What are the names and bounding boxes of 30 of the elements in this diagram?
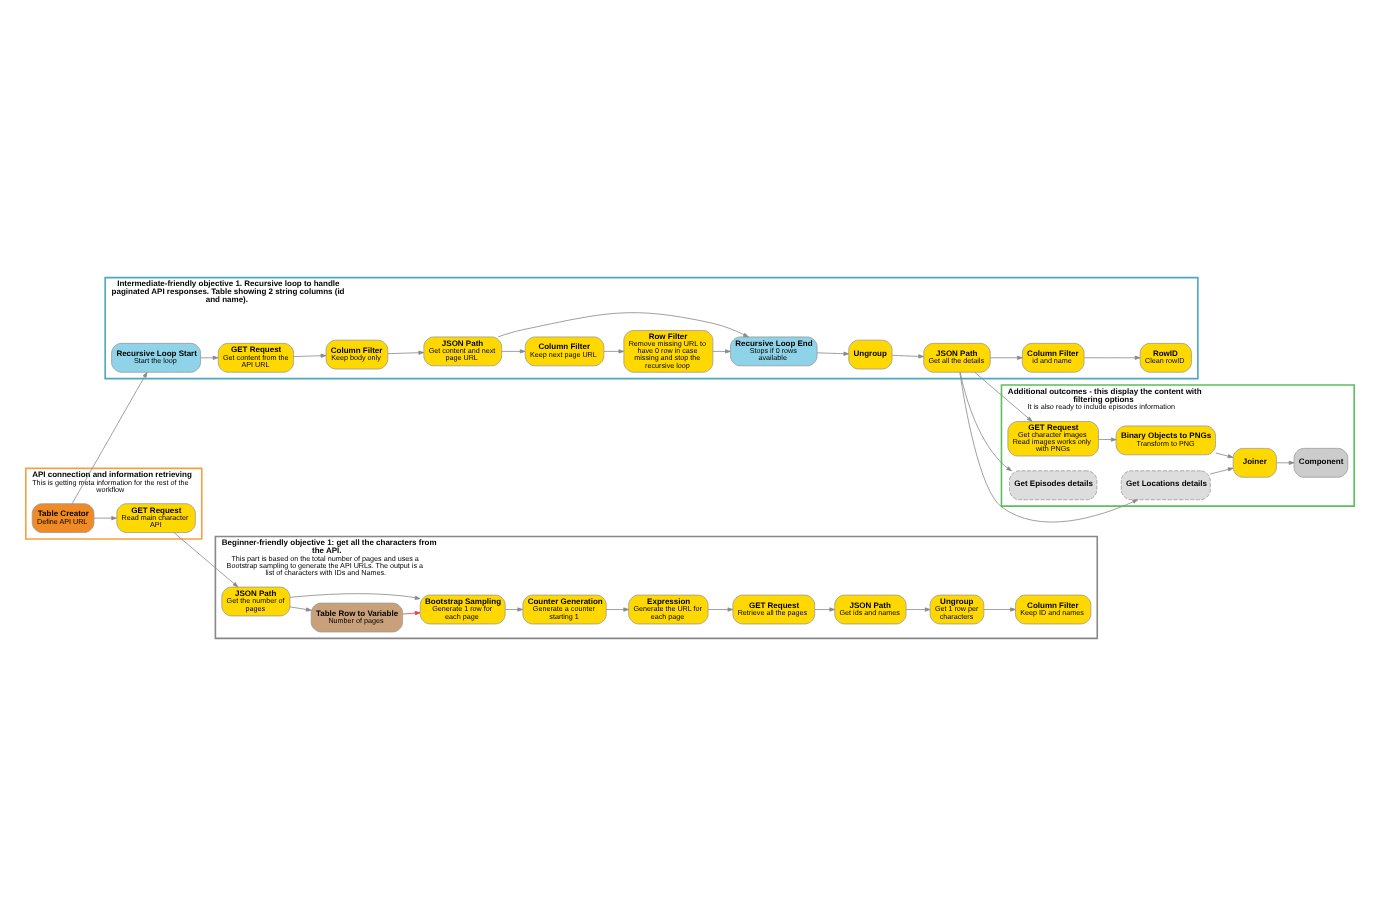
arrow [293, 352, 327, 357]
arrow [605, 606, 629, 611]
arrow [289, 592, 421, 599]
arrow [71, 371, 148, 503]
arrow [289, 605, 312, 611]
arrow [387, 349, 425, 354]
arrow [497, 311, 749, 337]
arrow [1215, 451, 1234, 458]
arrow [505, 606, 523, 611]
arrow [707, 606, 734, 611]
arrow [712, 348, 731, 353]
arrow [603, 348, 625, 353]
arrow [905, 606, 931, 611]
arrow [891, 353, 924, 358]
arrow [989, 354, 1023, 359]
arrow [402, 610, 421, 615]
arrow [1083, 354, 1141, 359]
arrow [814, 606, 836, 611]
arrow [1098, 436, 1117, 441]
arrow [200, 354, 219, 359]
arrow [173, 531, 239, 587]
arrow [1276, 459, 1295, 464]
arrow [1209, 466, 1234, 474]
arrow [501, 348, 526, 353]
arrow [983, 606, 1016, 611]
arrow [816, 350, 850, 355]
arrow [959, 371, 1139, 522]
arrow [93, 515, 117, 520]
arrow [974, 370, 1033, 421]
arrow [959, 370, 1012, 471]
